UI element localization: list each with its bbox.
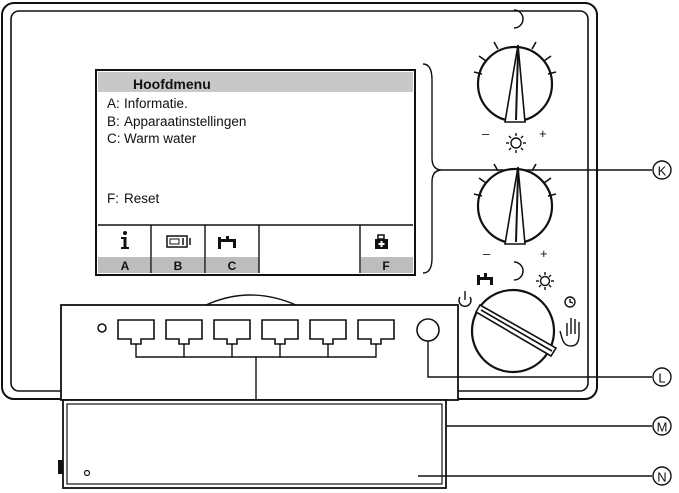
softkey-letter-bar-a [98, 257, 151, 273]
night-dial-minus: – [482, 126, 490, 141]
softkey-a-letter: A [121, 259, 130, 273]
cover-flap [58, 399, 652, 489]
softkey-b-letter: B [174, 259, 183, 273]
moon-icon [513, 9, 524, 29]
mode-selector-dial[interactable] [458, 261, 580, 374]
softkey-f-letter: F [382, 259, 389, 273]
softkey-a[interactable]: A [121, 231, 130, 273]
callout-k: K [652, 160, 672, 180]
menu-item-b-label[interactable]: Apparaatinstellingen [124, 114, 246, 129]
callout-l: L [652, 367, 672, 387]
standby-icon [458, 291, 472, 307]
softkey-letter-bar-f [361, 257, 413, 273]
menu-item-c-label[interactable]: Warm water [124, 131, 197, 146]
first-aid-icon [375, 234, 388, 249]
softkey-button-3[interactable] [213, 319, 251, 345]
day-dial-plus: + [540, 246, 548, 261]
softkey-b[interactable]: B [166, 235, 191, 273]
menu-item-c-key: C: [107, 131, 121, 146]
tap-icon [218, 236, 236, 249]
softkey-f[interactable]: F [375, 234, 390, 273]
callout-l-line [427, 341, 652, 378]
menu-item-f-label[interactable]: Reset [124, 191, 160, 206]
menu-title: Hoofdmenu [133, 76, 211, 92]
day-temperature-dial[interactable]: – + [473, 133, 557, 261]
moon-icon [513, 261, 524, 281]
sun-icon [536, 272, 554, 290]
callout-n: N [652, 466, 672, 486]
info-icon [121, 231, 129, 249]
device-icon [166, 235, 191, 248]
clock-icon [564, 296, 576, 308]
callout-n-letter: N [657, 470, 666, 485]
menu-item-f-key: F: [107, 191, 119, 206]
softkey-letter-bar-c [206, 257, 259, 273]
callout-l-letter: L [658, 371, 665, 386]
softkey-button-5[interactable] [309, 319, 347, 345]
indicator-led [97, 323, 107, 333]
menu-item-a-key: A: [107, 96, 120, 111]
softkey-c[interactable]: C [218, 236, 237, 273]
softkey-button-4[interactable] [261, 319, 299, 345]
display: Hoofdmenu A: Informatie. B: Apparaatinst… [95, 69, 416, 276]
callout-m-letter: M [657, 420, 668, 435]
display-frame [95, 69, 416, 276]
softkey-button-1[interactable] [117, 319, 155, 345]
menu-item-a-label[interactable]: Informatie. [124, 96, 188, 111]
softkey-button-2[interactable] [165, 319, 203, 345]
callout-m: M [652, 416, 672, 436]
softkey-letter-bar-b [152, 257, 205, 273]
softkey-button-6[interactable] [357, 319, 395, 345]
night-temperature-dial[interactable]: – + [473, 9, 557, 141]
callout-k-bracket [422, 63, 652, 274]
sun-icon [506, 133, 526, 153]
button-panel [60, 294, 652, 427]
night-dial-plus: + [539, 126, 547, 141]
menu-item-b-key: B: [107, 114, 120, 129]
tap-icon [477, 273, 493, 285]
round-button[interactable] [416, 318, 440, 342]
flap-screw [83, 469, 91, 477]
softkey-c-letter: C [228, 259, 237, 273]
display-title-bar [98, 72, 413, 92]
day-dial-minus: – [483, 246, 491, 261]
callout-k-letter: K [658, 164, 667, 179]
hand-icon [559, 318, 580, 347]
